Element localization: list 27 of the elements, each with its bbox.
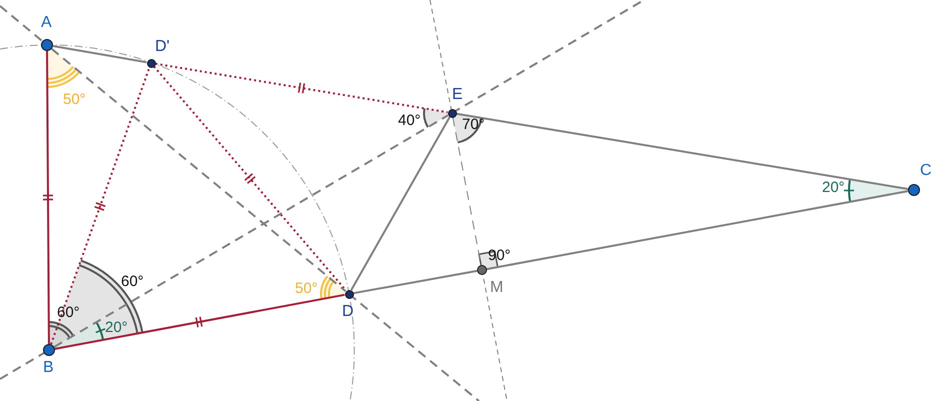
line-segment [52,45,147,64]
line-segment [350,116,451,291]
dotted-segment [50,66,150,345]
angle-label: 60° [57,305,80,320]
angle-label: 40° [398,113,421,128]
line-segment [486,190,908,270]
dashed-line [54,114,449,348]
angle-label: 60° [121,274,144,289]
dashed-line [51,48,346,292]
point-label: M [490,280,504,296]
point-label: E [452,87,463,103]
angle-label: 20° [822,180,845,195]
line-segment [54,294,345,350]
point-label: B [43,360,54,376]
angle-label: 50° [63,92,86,107]
point-label: D' [155,39,170,55]
angle-label: 50° [295,281,318,296]
line-segment [46,51,50,344]
point-label: D [342,304,354,320]
angle-label: 20° [105,320,128,335]
line-segment [353,270,478,294]
point-label: A [41,15,52,31]
point-label: C [920,163,932,179]
line-segment [456,112,908,190]
dotted-segment [155,62,448,114]
dashed-line [452,116,482,266]
dotted-segment [153,66,347,292]
